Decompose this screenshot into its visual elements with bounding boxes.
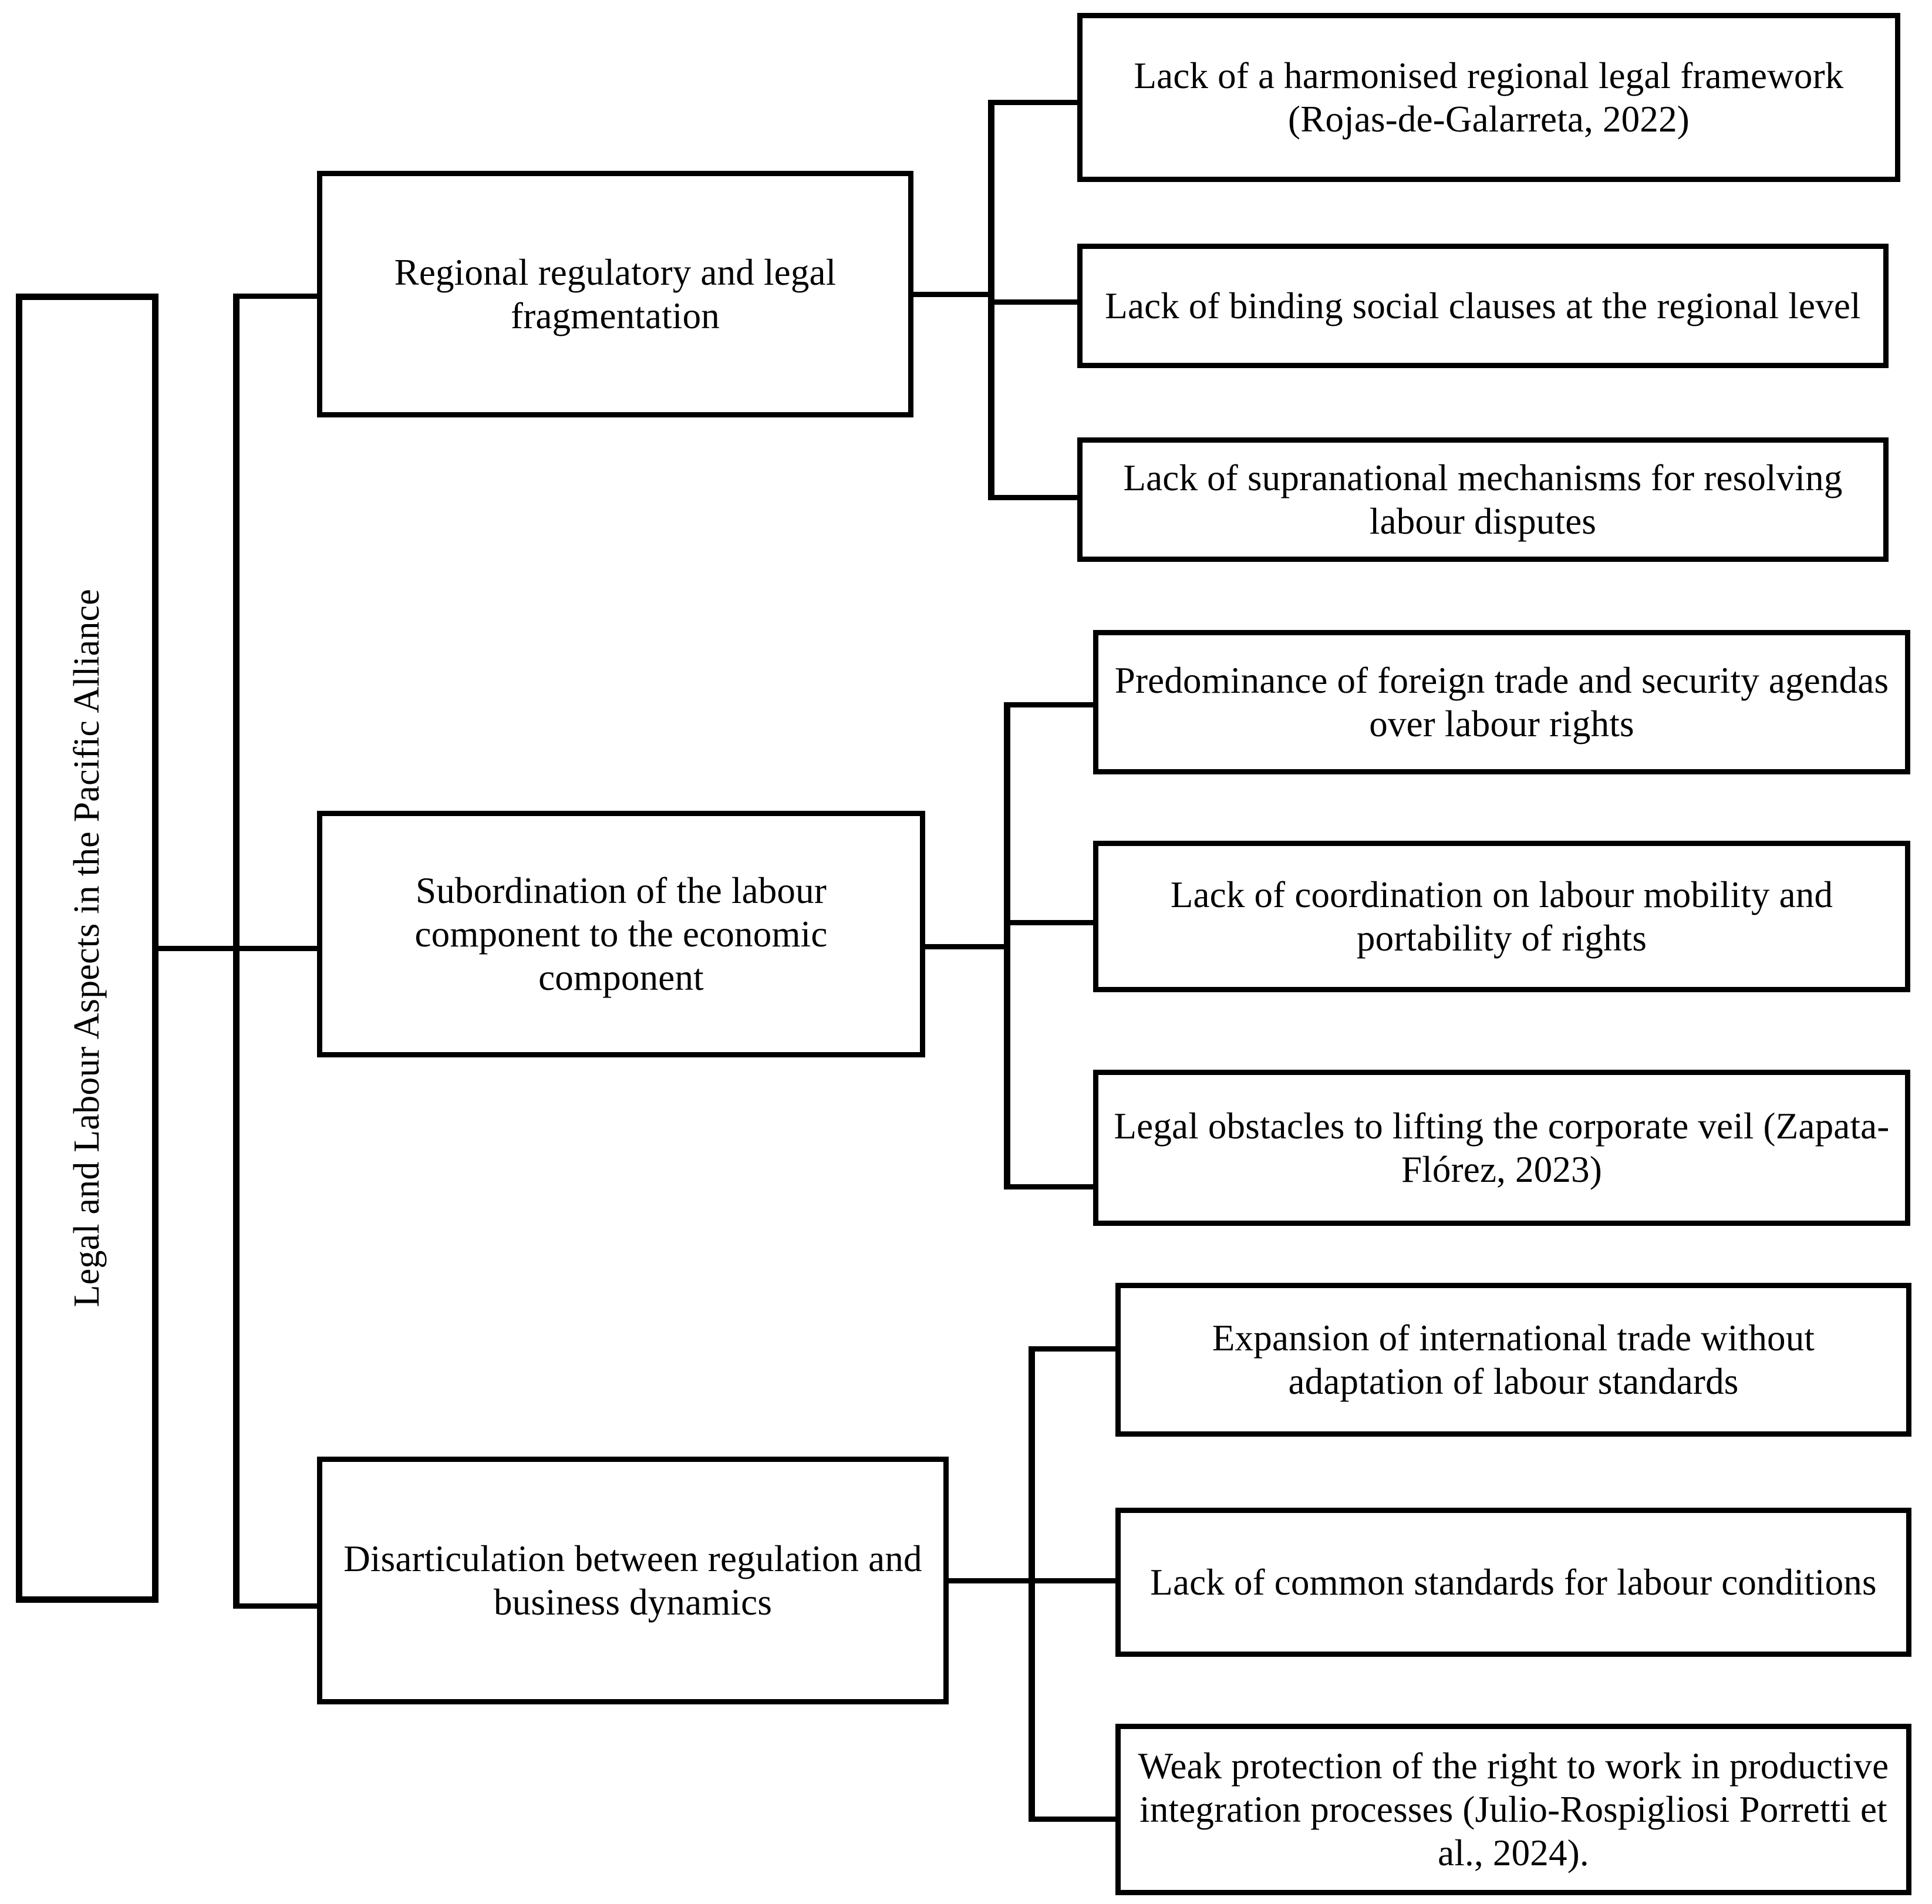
branch-2-subtrunk-line (1004, 702, 1010, 1189)
branch-3-to-subtrunk-connector (945, 1578, 1033, 1583)
branch-2-to-subtrunk-connector (922, 944, 1009, 949)
leaf-node-1-3-label: Lack of supranational mechanisms for res… (1123, 457, 1843, 542)
branch-2-leaf-2-connector (1004, 920, 1098, 925)
branch-3-leaf-1-connector (1029, 1346, 1122, 1352)
branch-2-leaf-3-connector (1004, 1184, 1098, 1189)
branch-node-3-label: Disarticulation between regulation and b… (343, 1538, 922, 1623)
leaf-node-3-3[interactable]: Weak protection of the right to work in … (1115, 1724, 1911, 1895)
branch-3-leaf-2-connector (1029, 1578, 1122, 1583)
leaf-node-1-1[interactable]: Lack of a harmonised regional legal fram… (1077, 13, 1900, 182)
leaf-node-3-3-label: Weak protection of the right to work in … (1138, 1745, 1889, 1874)
trunk-to-branch-1-connector (233, 294, 320, 299)
leaf-node-2-3-label: Legal obstacles to lifting the corporate… (1114, 1105, 1890, 1190)
branch-2-leaf-1-connector (1004, 702, 1098, 707)
leaf-node-2-1[interactable]: Predominance of foreign trade and securi… (1093, 630, 1910, 774)
leaf-node-3-1-label: Expansion of international trade without… (1212, 1317, 1815, 1402)
branch-3-subtrunk-line (1029, 1346, 1035, 1822)
leaf-node-2-2[interactable]: Lack of coordination on labour mobility … (1093, 841, 1910, 992)
main-trunk-line (233, 294, 240, 1609)
branch-node-1[interactable]: Regional regulatory and legal fragmentat… (317, 171, 913, 417)
branch-3-leaf-3-connector (1029, 1817, 1122, 1822)
leaf-node-1-2[interactable]: Lack of binding social clauses at the re… (1077, 244, 1889, 368)
trunk-to-branch-3-connector (233, 1603, 320, 1609)
leaf-node-1-3[interactable]: Lack of supranational mechanisms for res… (1077, 437, 1889, 562)
trunk-to-branch-2-connector (233, 946, 320, 951)
leaf-node-2-3[interactable]: Legal obstacles to lifting the corporate… (1093, 1070, 1910, 1226)
leaf-node-1-1-label: Lack of a harmonised regional legal fram… (1134, 55, 1844, 140)
root-node[interactable]: Legal and Labour Aspects in the Pacific … (16, 294, 159, 1603)
leaf-node-3-2[interactable]: Lack of common standards for labour cond… (1115, 1508, 1911, 1657)
branch-node-2-label: Subordination of the labour component to… (414, 870, 828, 999)
branch-node-3[interactable]: Disarticulation between regulation and b… (317, 1457, 949, 1704)
leaf-node-3-2-label: Lack of common standards for labour cond… (1150, 1561, 1877, 1603)
branch-1-leaf-2-connector (988, 299, 1082, 305)
branch-1-to-subtrunk-connector (910, 292, 992, 297)
root-to-trunk-connector (159, 946, 238, 951)
leaf-node-3-1[interactable]: Expansion of international trade without… (1115, 1283, 1911, 1437)
root-node-label: Legal and Labour Aspects in the Pacific … (66, 589, 107, 1307)
branch-node-2[interactable]: Subordination of the labour component to… (317, 811, 925, 1057)
leaf-node-2-2-label: Lack of coordination on labour mobility … (1170, 874, 1833, 959)
leaf-node-2-1-label: Predominance of foreign trade and securi… (1114, 659, 1889, 744)
branch-node-1-label: Regional regulatory and legal fragmentat… (394, 251, 837, 336)
branch-1-leaf-3-connector (988, 495, 1082, 500)
branch-1-leaf-1-connector (988, 100, 1082, 105)
leaf-node-1-2-label: Lack of binding social clauses at the re… (1105, 285, 1861, 326)
